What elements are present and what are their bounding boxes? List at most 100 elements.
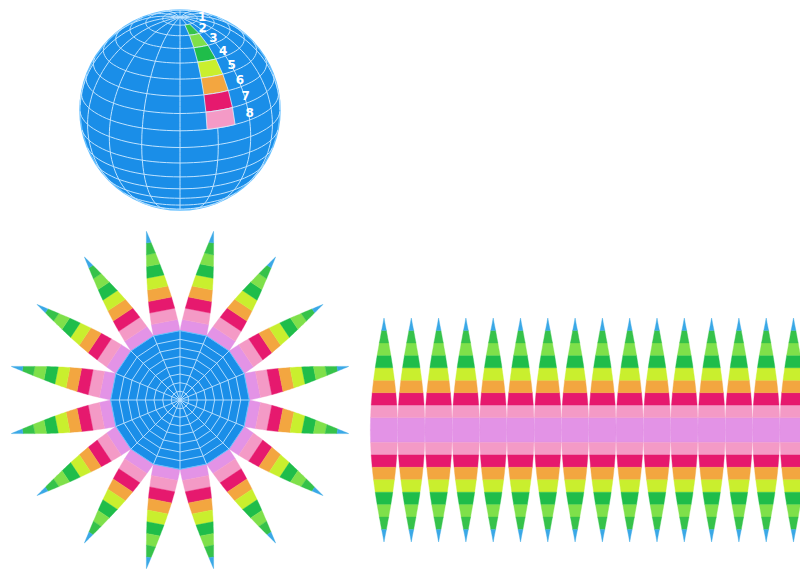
grid-line (146, 10, 214, 36)
strip-gore-band (508, 393, 534, 405)
star-gore-band (312, 487, 323, 495)
strip-gore-band (737, 530, 742, 542)
strip-gore-band (425, 430, 452, 442)
strip-gore-band (379, 330, 388, 343)
star-gore-band (146, 545, 155, 558)
strip-gore-band (453, 393, 479, 405)
strip-gore-band (430, 355, 447, 368)
star-gore-band (84, 257, 92, 268)
strip-gore-band (452, 430, 479, 442)
strip-gore-band (480, 455, 506, 467)
strip-gore-band (709, 318, 714, 330)
strip-gore-band (789, 517, 798, 530)
strip-gore-band (459, 505, 473, 517)
strip-gore-band (762, 517, 771, 530)
strip-gore-band (753, 430, 780, 442)
strip-gore-band (700, 380, 724, 393)
strip-gore-band (398, 418, 425, 430)
strip-gore-band (705, 343, 719, 355)
strip-gore-band (403, 355, 420, 368)
strip-gore-band (594, 492, 611, 505)
strip-gore-band (726, 442, 753, 455)
star-gore-band (89, 265, 101, 279)
grid-spoke (154, 336, 181, 400)
strip-gore-band (562, 455, 588, 467)
strip-gore-band (726, 393, 752, 405)
strip-gore-band (399, 455, 425, 467)
strip-gore-band (370, 418, 397, 430)
strip-gore-band (534, 430, 561, 442)
strip-gore-band (671, 405, 698, 418)
strip-gore-band (674, 480, 695, 492)
grid-line (180, 17, 251, 203)
strip-gore-band (764, 318, 769, 330)
strip-gore-band (785, 355, 800, 368)
strip-gore-band (703, 355, 720, 368)
strip-gore-band (453, 405, 480, 418)
strip-gore-band (489, 330, 498, 343)
strip-gore-band (644, 405, 671, 418)
strip-gore-band (703, 492, 720, 505)
strip-gore-band (782, 467, 800, 480)
strip-gore-band (589, 430, 616, 442)
strip-gore-band (592, 368, 613, 380)
strip-gore-band (562, 418, 589, 430)
strip-gore-band (573, 318, 578, 330)
grid-line (88, 17, 180, 182)
strip-gore-band (454, 467, 478, 480)
strip-gore-band (623, 505, 637, 517)
grid-spoke (180, 351, 229, 400)
star-gore-band (325, 425, 338, 434)
strip-gore-band (374, 368, 395, 380)
strip-gore-band (401, 480, 422, 492)
strip-gore-band (480, 430, 507, 442)
grid-line (103, 42, 256, 80)
strip-gore-band (592, 480, 613, 492)
strip-gore-band (562, 430, 589, 442)
strip-gore-band (647, 480, 668, 492)
strip-gore-band (616, 442, 643, 455)
strip-gore-band (565, 480, 586, 492)
strip-gore-band (698, 430, 725, 442)
strip-gore-band (407, 330, 416, 343)
strip-gore-band (655, 530, 660, 542)
strip-gore-band (398, 430, 425, 442)
strip-gore-band (627, 530, 632, 542)
grid-spoke (180, 374, 244, 401)
callout-number: 7 (242, 90, 250, 102)
star-gore-band (259, 521, 271, 535)
star-gore-band (33, 366, 47, 379)
strip-gore-band (625, 330, 634, 343)
strip-gore-band (534, 418, 561, 430)
strip-gore-band (480, 405, 507, 418)
strip-gore-band (619, 480, 640, 492)
strip-gore-band (535, 393, 561, 405)
strip-gore-band (374, 480, 395, 492)
strip-gore-band (734, 517, 743, 530)
strip-gore-band (562, 405, 589, 418)
strip-gore-band (700, 467, 724, 480)
strip-gore-band (678, 343, 692, 355)
strip-gore-band (518, 318, 523, 330)
strip-gore-band (753, 418, 780, 430)
strip-gore-band (753, 442, 780, 455)
grid-line (88, 148, 273, 177)
strip-gore-band (729, 368, 750, 380)
callout-number: 8 (245, 107, 253, 119)
strip-gore-band (432, 505, 446, 517)
strip-gore-band (425, 405, 452, 418)
strip-gore-band (791, 318, 796, 330)
strip-gore-band (565, 368, 586, 380)
star-gore-band (37, 487, 48, 495)
strip-gore-band (543, 330, 552, 343)
grid-line (180, 17, 272, 182)
strip-gore-band (375, 492, 392, 505)
star-gore-band (205, 545, 214, 558)
strip-gore-band (789, 330, 798, 343)
strip-gore-band (372, 380, 396, 393)
strip-gore-band (570, 517, 579, 530)
strip-gore-band (678, 505, 692, 517)
strip-gore-band (680, 330, 689, 343)
strip-gore-band (537, 480, 558, 492)
grid-line (124, 193, 235, 205)
